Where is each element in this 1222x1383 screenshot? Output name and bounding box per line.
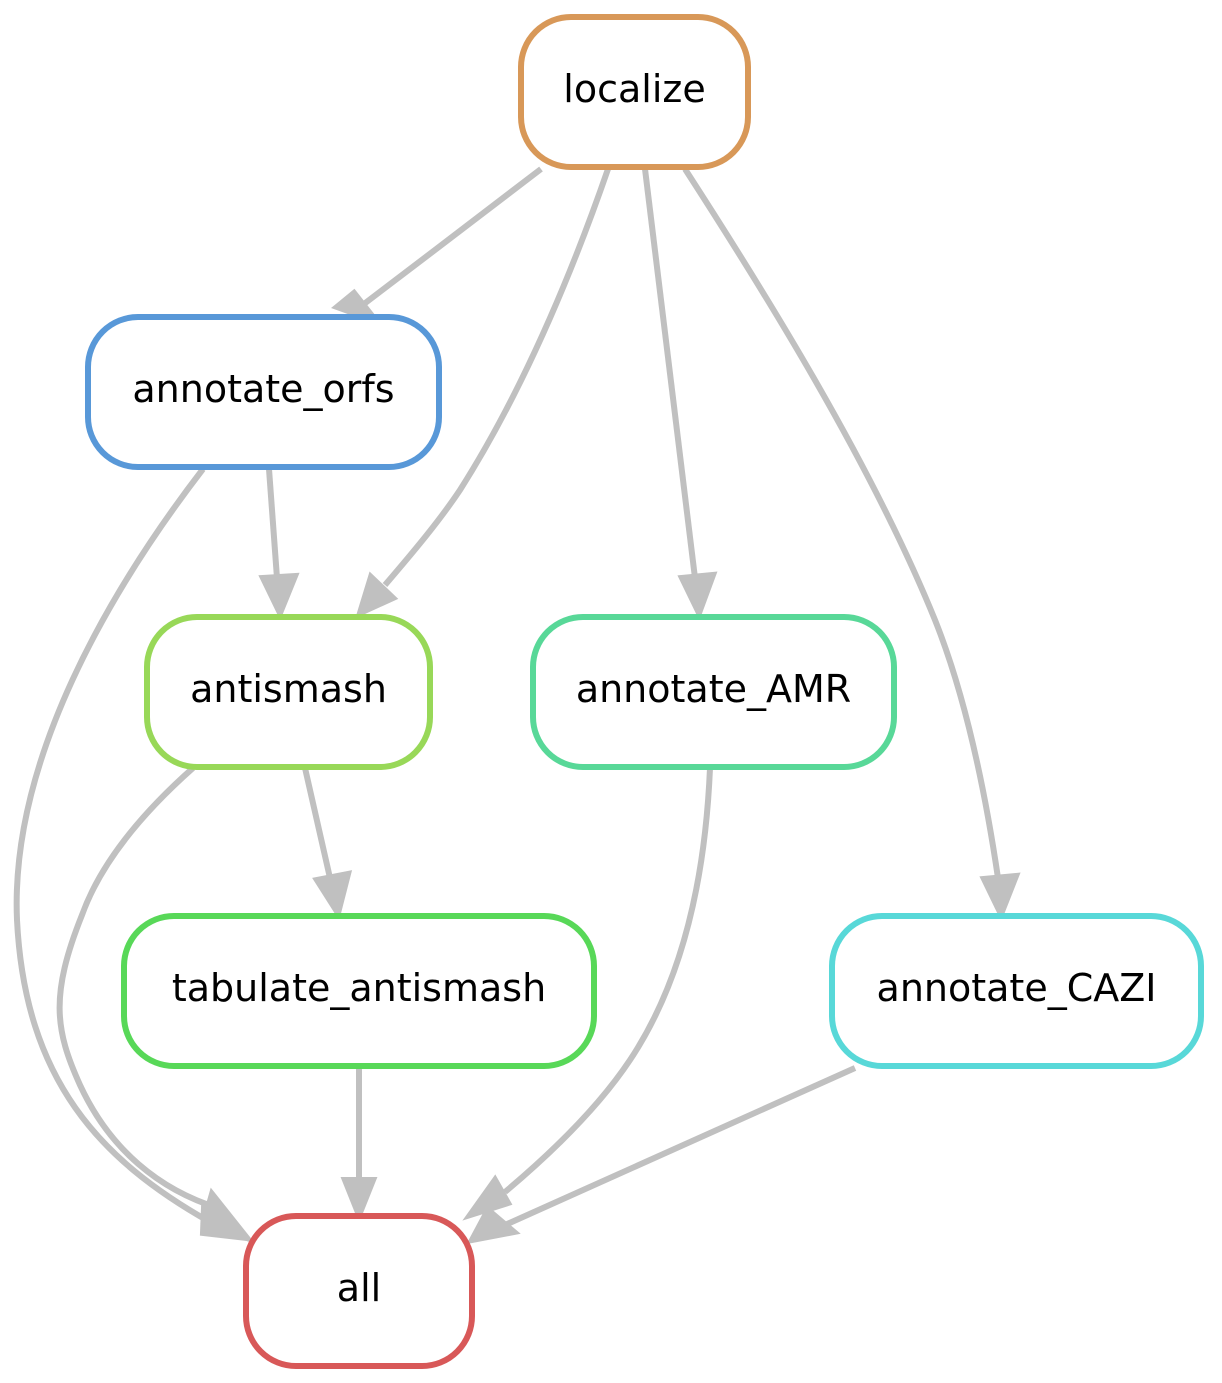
nodes: localize annotate_orfs antismash annotat… [85, 14, 1204, 1369]
edge-antismash-to-all [56, 765, 257, 1245]
edge-annotate-cazi-to-all [466, 1065, 857, 1245]
node-annotate-cazi-box [829, 913, 1204, 1069]
edge-localize-to-annotate-amr [642, 168, 718, 621]
node-annotate-orfs[interactable]: annotate_orfs [85, 314, 442, 470]
node-localize[interactable]: localize [518, 14, 751, 170]
node-annotate-orfs-box [85, 314, 442, 470]
node-antismash[interactable]: antismash [144, 614, 433, 770]
node-all-box [243, 1213, 475, 1369]
edge-antismash-to-tabulate-antismash [302, 767, 353, 921]
node-all-label: all [337, 1266, 381, 1310]
node-annotate-amr-box [530, 614, 897, 770]
edge-localize-to-annotate-cazi [682, 167, 1021, 922]
node-tabulate-antismash-label: tabulate_antismash [172, 966, 546, 1010]
edge-localize-to-annotate-orfs [331, 166, 543, 328]
edge-tabulate-antismash-to-all [340, 1068, 378, 1224]
node-all[interactable]: all [243, 1213, 475, 1369]
node-localize-label: localize [563, 67, 705, 111]
node-localize-box [518, 14, 751, 170]
edges [13, 166, 1021, 1245]
node-annotate-amr[interactable]: annotate_AMR [530, 614, 897, 770]
node-antismash-box [144, 614, 433, 770]
node-annotate-cazi-label: annotate_CAZI [877, 966, 1157, 1010]
node-annotate-orfs-label: annotate_orfs [132, 367, 394, 411]
edge-annotate-orfs-to-all [13, 467, 249, 1241]
edge-annotate-orfs-to-antismash [258, 468, 300, 621]
edge-localize-to-antismash [355, 168, 611, 619]
node-tabulate-antismash[interactable]: tabulate_antismash [121, 913, 597, 1069]
node-annotate-amr-label: annotate_AMR [576, 667, 851, 711]
node-tabulate-antismash-box [121, 913, 597, 1069]
node-antismash-label: antismash [190, 667, 387, 711]
node-annotate-cazi[interactable]: annotate_CAZI [829, 913, 1204, 1069]
